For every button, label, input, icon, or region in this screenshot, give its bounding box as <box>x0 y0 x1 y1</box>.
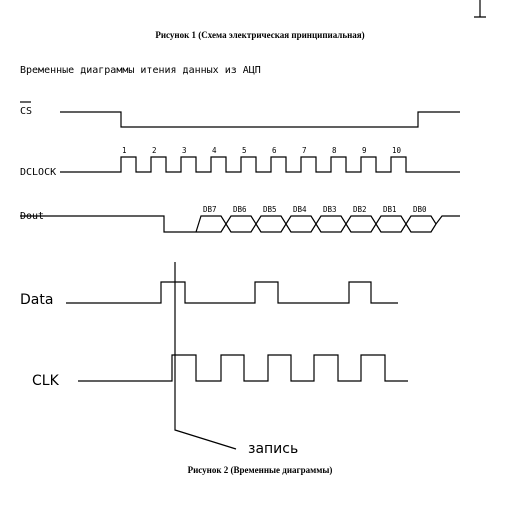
cs-waveform <box>60 111 460 128</box>
dout-waveform <box>20 215 460 233</box>
data-bit-label: DB1 <box>383 205 397 214</box>
clock-number: 10 <box>392 146 402 155</box>
dclock-waveform <box>60 156 460 173</box>
clk-label: CLK <box>32 373 60 389</box>
write-annotation: запись <box>248 441 298 457</box>
figure2-caption: Рисунок 2 (Временные диаграммы) <box>188 465 333 475</box>
data-bit-label: DB5 <box>263 205 277 214</box>
data-bit-label: DB2 <box>353 205 367 214</box>
clock-numbers: 1 2 3 4 5 6 7 8 9 10 <box>122 146 402 155</box>
figure1-caption: Рисунок 1 (Схема электрическая принципиа… <box>155 30 364 40</box>
clock-number: 5 <box>242 146 247 155</box>
clock-number: 9 <box>362 146 367 155</box>
clock-number: 3 <box>182 146 187 155</box>
data-label: Data <box>20 292 53 308</box>
clock-number: 6 <box>272 146 277 155</box>
data-waveform <box>66 281 398 304</box>
clk-waveform <box>78 354 408 382</box>
clock-number: 4 <box>212 146 217 155</box>
clock-number: 1 <box>122 146 127 155</box>
write-marker-line <box>174 262 237 450</box>
dclock-label: DCLOCK <box>20 167 56 178</box>
cs-label: CS <box>20 106 32 117</box>
data-bit-label: DB7 <box>203 205 217 214</box>
data-bit-label: DB0 <box>413 205 427 214</box>
data-bit-labels: DB7 DB6 DB5 DB4 DB3 DB2 DB1 DB0 <box>203 205 427 214</box>
data-bit-label: DB3 <box>323 205 337 214</box>
corner-mark <box>474 0 486 18</box>
clock-number: 7 <box>302 146 307 155</box>
diagram1-title: Временные диаграммы итения данных из АЦП <box>20 65 261 76</box>
data-bit-label: DB4 <box>293 205 307 214</box>
clock-number: 2 <box>152 146 157 155</box>
data-bit-label: DB6 <box>233 205 247 214</box>
clock-number: 8 <box>332 146 337 155</box>
